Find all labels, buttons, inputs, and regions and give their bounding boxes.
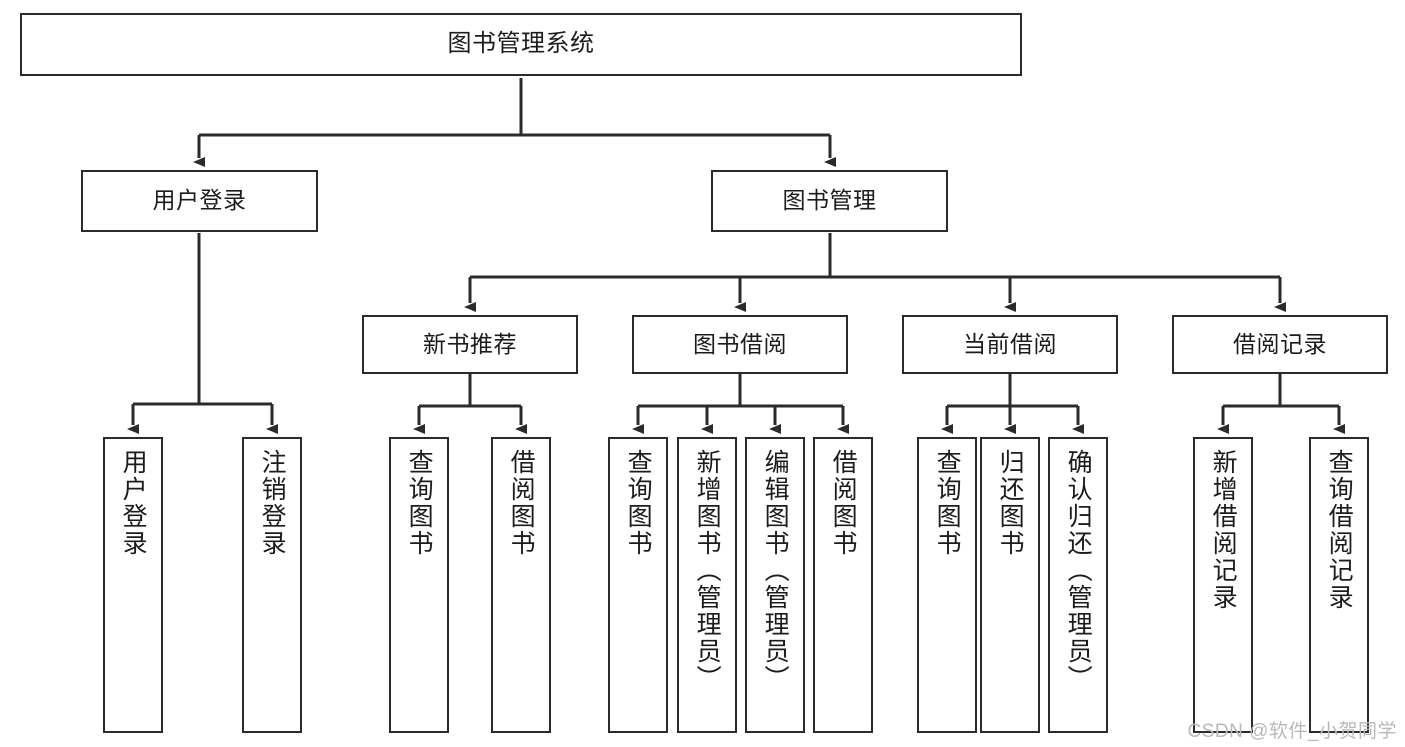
node-book-manage[interactable]: 图书管理	[711, 170, 948, 232]
node-leaf-borrow-book-2[interactable]: 借阅图书	[813, 437, 873, 733]
node-root-system-label: 图书管理系统	[447, 30, 595, 58]
node-leaf-logout-login-label: 注销登录	[258, 449, 287, 557]
node-leaf-return-book[interactable]: 归还图书	[980, 437, 1040, 733]
node-leaf-edit-book[interactable]: 编辑图书（管理员）	[745, 437, 805, 733]
node-leaf-query-book-1-label: 查询图书	[405, 449, 434, 557]
node-book-borrow-label: 图书借阅	[693, 330, 787, 357]
node-borrow-record[interactable]: 借阅记录	[1172, 315, 1388, 374]
node-book-borrow[interactable]: 图书借阅	[632, 315, 848, 374]
node-leaf-add-book[interactable]: 新增图书（管理员）	[677, 437, 737, 733]
node-leaf-confirm-return[interactable]: 确认归还（管理员）	[1048, 437, 1108, 733]
node-leaf-query-book-1[interactable]: 查询图书	[389, 437, 449, 733]
node-book-manage-label: 图书管理	[782, 187, 877, 214]
node-leaf-logout-login[interactable]: 注销登录	[242, 437, 302, 733]
node-leaf-edit-book-label: 编辑图书（管理员）	[761, 449, 790, 692]
node-leaf-user-login[interactable]: 用户登录	[103, 437, 163, 733]
node-leaf-add-record-label: 新增借阅记录	[1209, 449, 1238, 611]
node-leaf-query-book-2[interactable]: 查询图书	[608, 437, 668, 733]
node-leaf-query-book-3[interactable]: 查询图书	[917, 437, 977, 733]
csdn-watermark: CSDN @软件_小贺同学	[1187, 721, 1397, 742]
node-leaf-user-login-label: 用户登录	[119, 449, 148, 557]
node-leaf-confirm-return-label: 确认归还（管理员）	[1064, 449, 1093, 692]
node-new-book-recommend[interactable]: 新书推荐	[362, 315, 578, 374]
node-user-login-label: 用户登录	[152, 187, 247, 214]
node-root-system[interactable]: 图书管理系统	[20, 13, 1022, 76]
node-leaf-borrow-book-2-label: 借阅图书	[829, 449, 858, 557]
node-leaf-return-book-label: 归还图书	[996, 449, 1025, 557]
node-current-borrow-label: 当前借阅	[963, 330, 1057, 357]
node-new-book-recommend-label: 新书推荐	[423, 330, 517, 357]
node-leaf-query-record[interactable]: 查询借阅记录	[1309, 437, 1369, 733]
node-leaf-query-record-label: 查询借阅记录	[1325, 449, 1354, 611]
node-leaf-add-book-label: 新增图书（管理员）	[693, 449, 722, 692]
node-leaf-query-book-2-label: 查询图书	[624, 449, 653, 557]
node-leaf-borrow-book-1[interactable]: 借阅图书	[491, 437, 551, 733]
node-current-borrow[interactable]: 当前借阅	[902, 315, 1118, 374]
node-leaf-borrow-book-1-label: 借阅图书	[507, 449, 536, 557]
node-borrow-record-label: 借阅记录	[1233, 330, 1327, 357]
node-user-login[interactable]: 用户登录	[81, 170, 318, 232]
node-leaf-add-record[interactable]: 新增借阅记录	[1193, 437, 1253, 733]
node-leaf-query-book-3-label: 查询图书	[933, 449, 962, 557]
